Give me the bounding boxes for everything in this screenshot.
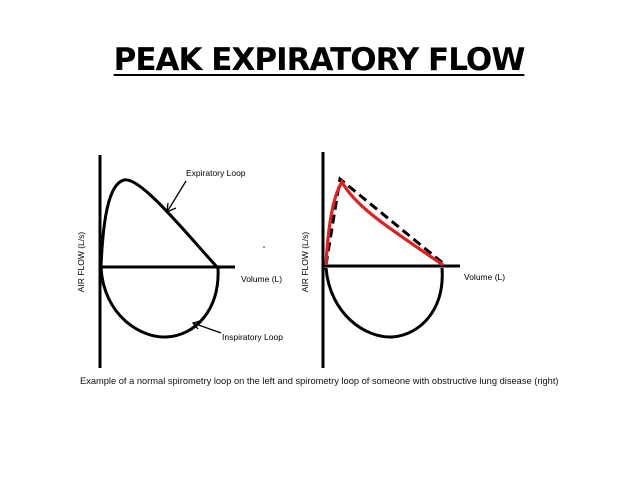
inspiratory-loop-label: Inspiratory Loop [222, 332, 283, 342]
figure-caption: Example of a normal spirometry loop on t… [80, 376, 559, 386]
expiratory-arrow-head [166, 202, 177, 214]
left-panel: AIR FLOW (L/s) Volume (L) Expiratory Loo… [76, 155, 283, 368]
right-x-axis-label: Volume (L) [464, 272, 505, 282]
right-inspiratory-loop [324, 267, 444, 339]
inspiratory-arrow [192, 322, 222, 334]
expiratory-loop-label: Expiratory Loop [186, 168, 246, 178]
right-y-axis-label: AIR FLOW (L/s) [300, 232, 310, 293]
right-panel: AIR FLOW (L/s) Volume (L) [300, 152, 505, 368]
slide-title-text: PEAK EXPIRATORY FLOW [113, 42, 526, 78]
expiratory-arrow [166, 180, 187, 213]
stray-dot [263, 246, 265, 248]
left-x-axis-label: Volume (L) [241, 274, 282, 284]
right-normal-expiratory-dashed [324, 176, 445, 266]
right-obstructive-expiratory-curve [324, 178, 444, 267]
inspiratory-arrow-head [191, 320, 201, 330]
slide-title: PEAK EXPIRATORY FLOW [0, 40, 638, 80]
left-inspiratory-loop [99, 267, 220, 339]
left-expiratory-loop [99, 178, 219, 269]
left-y-axis-label: AIR FLOW (L/s) [76, 232, 86, 293]
